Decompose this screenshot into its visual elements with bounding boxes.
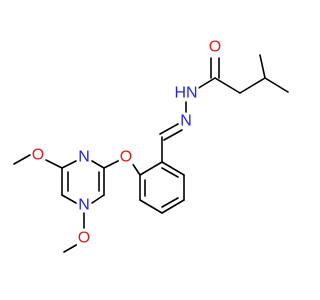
bond-benzene-1 <box>139 161 163 176</box>
bond-o-top-methyl <box>13 154 31 165</box>
bond-o-pyrimidine <box>103 159 121 169</box>
bond-benzene-6 <box>161 161 185 176</box>
bond-imine-double-a <box>159 123 179 135</box>
atom-nh: HN <box>174 85 197 102</box>
bond-benzene-inner-3 <box>161 167 179 178</box>
bond-benzene-o <box>131 162 141 176</box>
bond-pyr-c5-c4 <box>61 194 77 204</box>
molecule-svg: O HN N O N N O O <box>13 39 289 253</box>
atom-label-knockout <box>207 39 223 55</box>
bond-pyr-c4-n3 <box>91 194 105 204</box>
atom-o-methoxy-top: O <box>32 147 44 164</box>
bond-ch-ch2 <box>239 77 266 94</box>
atom-o-carbonyl: O <box>209 39 221 56</box>
atom-o-methoxy-bottom: O <box>78 230 90 247</box>
bond-o-bottom-methyl <box>63 243 79 253</box>
bond-ch2-carbonyl <box>214 77 241 94</box>
atom-label-knockout <box>30 147 46 163</box>
bond-methyl-ch-top <box>259 54 266 79</box>
atom-labels: O HN N O N N O O <box>30 39 223 247</box>
atom-label-knockout <box>76 230 92 246</box>
bond-imine-double-b <box>163 129 183 141</box>
bond-pyr-c2-n1 <box>91 160 105 169</box>
bonds <box>13 54 289 253</box>
bond-benzene-3 <box>139 199 163 214</box>
atom-label-knockout <box>179 113 193 129</box>
bond-benzene-4 <box>161 199 185 214</box>
atom-n-pyrimidine-bottom: N <box>78 197 90 214</box>
bond-methyl-ch-right <box>264 77 289 93</box>
bond-benzene-inner-2 <box>161 197 179 208</box>
atom-n-pyrimidine-top: N <box>78 149 90 166</box>
bond-c6-o-top <box>45 159 63 169</box>
atom-n-imine: N <box>180 113 192 130</box>
bond-pyr-n1-c6 <box>61 160 77 169</box>
atom-label-knockout <box>173 85 199 101</box>
molecule-diagram: O HN N O N N O O <box>13 39 289 253</box>
atom-label-knockout <box>77 197 91 213</box>
atom-label-knockout <box>118 149 134 165</box>
atom-label-knockout <box>77 149 91 165</box>
atom-o-ether: O <box>120 149 132 166</box>
